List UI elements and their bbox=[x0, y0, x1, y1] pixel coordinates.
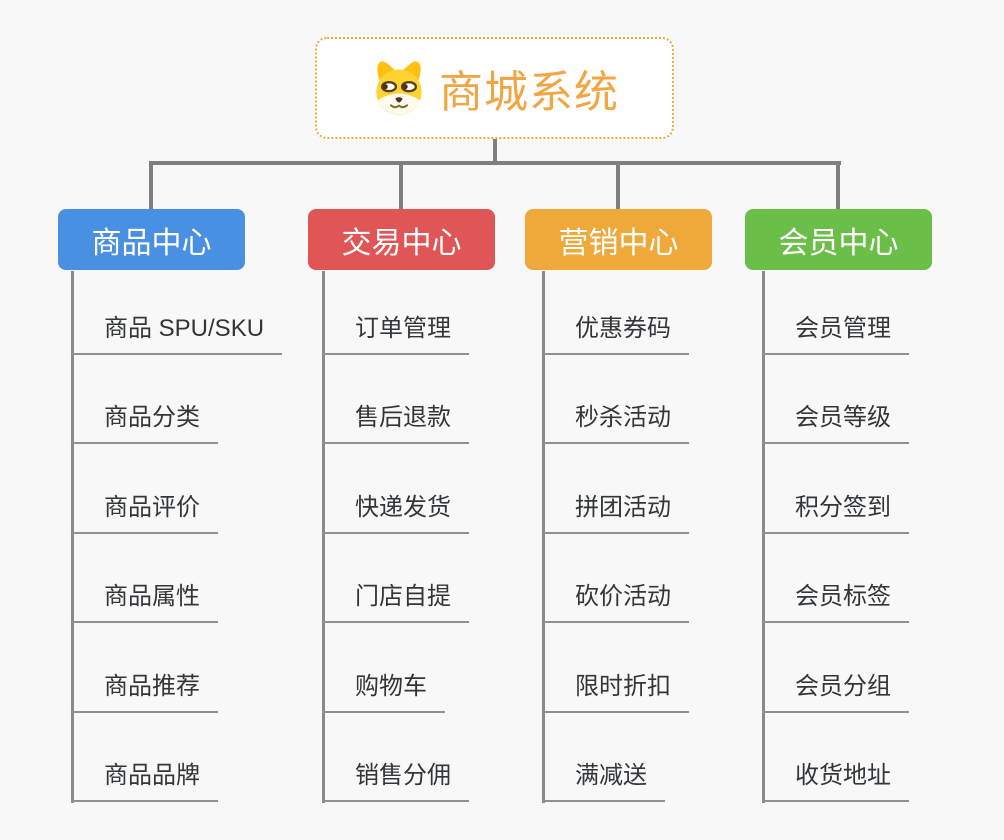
leaf-node[interactable]: 积分签到 bbox=[762, 493, 909, 534]
leaf-node[interactable]: 商品分类 bbox=[71, 403, 218, 444]
dog-icon bbox=[376, 60, 422, 115]
leaf-node[interactable]: 商品品牌 bbox=[71, 761, 218, 802]
column-product-center: 商品 SPU/SKU 商品分类 商品评价 商品属性 商品推荐 商品品牌 bbox=[71, 271, 321, 806]
leaf-node[interactable]: 秒杀活动 bbox=[542, 403, 689, 444]
column-trade-center: 订单管理 售后退款 快递发货 门店自提 购物车 销售分佣 bbox=[322, 271, 572, 806]
leaf-node[interactable]: 限时折扣 bbox=[542, 672, 689, 713]
leaf-node[interactable]: 拼团活动 bbox=[542, 493, 689, 534]
root-node[interactable]: 商城系统 bbox=[315, 37, 674, 139]
branch-trade-center[interactable]: 交易中心 bbox=[308, 209, 495, 270]
leaf-node[interactable]: 优惠券码 bbox=[542, 314, 689, 355]
leaf-node[interactable]: 会员管理 bbox=[762, 314, 909, 355]
column-marketing-center: 优惠券码 秒杀活动 拼团活动 砍价活动 限时折扣 满减送 bbox=[542, 271, 792, 806]
branch-member-center[interactable]: 会员中心 bbox=[745, 209, 932, 270]
connector-drop-3 bbox=[616, 161, 620, 210]
branch-label: 会员中心 bbox=[778, 226, 899, 260]
leaf-node[interactable]: 门店自提 bbox=[322, 582, 469, 623]
connector-root-stem bbox=[493, 138, 497, 165]
branch-product-center[interactable]: 商品中心 bbox=[58, 209, 245, 270]
leaf-node[interactable]: 商品推荐 bbox=[71, 672, 218, 713]
connector-drop-2 bbox=[399, 161, 403, 210]
branch-label: 营销中心 bbox=[558, 226, 679, 260]
leaf-node[interactable]: 售后退款 bbox=[322, 403, 469, 444]
column-member-center: 会员管理 会员等级 积分签到 会员标签 会员分组 收货地址 bbox=[762, 271, 1004, 806]
leaf-node[interactable]: 订单管理 bbox=[322, 314, 469, 355]
leaf-node[interactable]: 会员等级 bbox=[762, 403, 909, 444]
branch-marketing-center[interactable]: 营销中心 bbox=[525, 209, 712, 270]
branch-label: 商品中心 bbox=[91, 226, 212, 260]
branch-label: 交易中心 bbox=[341, 226, 462, 260]
leaf-node[interactable]: 砍价活动 bbox=[542, 582, 689, 623]
leaf-node[interactable]: 收货地址 bbox=[762, 761, 909, 802]
leaf-node[interactable]: 会员分组 bbox=[762, 672, 909, 713]
leaf-node[interactable]: 会员标签 bbox=[762, 582, 909, 623]
connector-drop-4 bbox=[836, 161, 840, 210]
leaf-node[interactable]: 商品 SPU/SKU bbox=[71, 314, 283, 355]
leaf-node[interactable]: 销售分佣 bbox=[322, 761, 469, 802]
leaf-node[interactable]: 满减送 bbox=[542, 761, 665, 802]
connector-horizontal bbox=[149, 161, 841, 165]
root-title: 商城系统 bbox=[439, 68, 619, 117]
leaf-node[interactable]: 快递发货 bbox=[322, 493, 469, 534]
connector-drop-1 bbox=[149, 161, 153, 210]
leaf-node[interactable]: 商品评价 bbox=[71, 493, 218, 534]
leaf-node[interactable]: 商品属性 bbox=[71, 582, 218, 623]
leaf-node[interactable]: 购物车 bbox=[322, 672, 445, 713]
